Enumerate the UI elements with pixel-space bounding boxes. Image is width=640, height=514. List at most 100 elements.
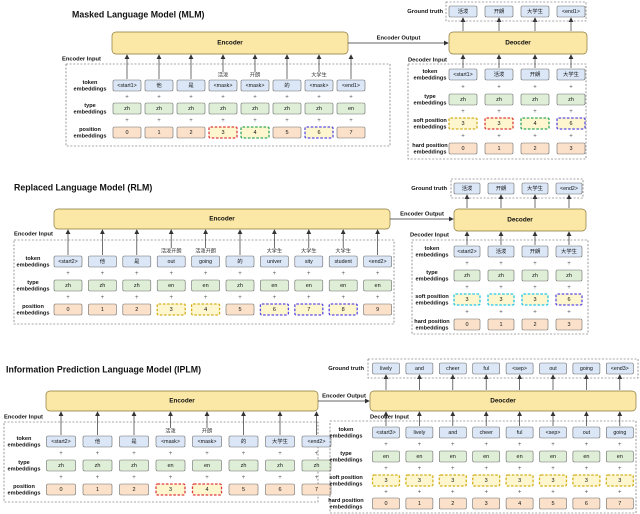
plus-sign: + [101, 295, 105, 301]
token-embedding-box [472, 426, 501, 439]
token-text: <mask> [198, 439, 217, 445]
type-text: zh [220, 106, 226, 112]
plus-sign: + [341, 271, 345, 277]
type-embedding-box [605, 450, 634, 463]
type-embedding-box [265, 459, 295, 472]
position-embedding-box [301, 483, 332, 496]
type-text: zh [532, 273, 538, 279]
type-text: en [483, 454, 489, 460]
token-embedding-box [572, 426, 601, 439]
plus-sign: + [317, 95, 321, 101]
type-embedding-box [336, 102, 366, 115]
plus-sign: + [349, 118, 353, 124]
token-text: <mask> [161, 439, 180, 445]
plus-sign: + [418, 442, 422, 448]
type-embedding-box [82, 459, 113, 472]
decoder-block [453, 208, 587, 232]
plus-sign: + [132, 475, 136, 481]
original-word-annotation: 大学生 [267, 246, 283, 254]
type-text: zh [134, 283, 140, 289]
token-embedding-box [240, 79, 270, 92]
original-word-annotation: 活泼开朗 [161, 246, 182, 254]
token-text: cheer [480, 430, 493, 436]
plus-sign: + [451, 442, 455, 448]
type-text: zh [241, 463, 247, 469]
type-text: zh [498, 273, 504, 279]
token-text: sity [305, 259, 313, 265]
hard-position-text: 3 [569, 146, 572, 152]
plus-sign: + [204, 271, 208, 277]
soft-position-embedding-box [521, 293, 549, 306]
section-title: Masked Language Model (MLM) [72, 9, 205, 19]
soft-position-text: 3 [418, 478, 421, 484]
type-text: zh [95, 463, 101, 469]
position-text: 3 [221, 130, 224, 136]
type-text: zh [532, 97, 538, 103]
plus-sign: + [484, 466, 488, 472]
hard-position-text: 1 [497, 146, 500, 152]
ground-truth-text: 活泼 [462, 184, 473, 192]
plus-sign: + [96, 475, 100, 481]
soft-position-text: 3 [451, 478, 454, 484]
position-text: 6 [273, 307, 276, 313]
plus-sign: + [135, 271, 139, 277]
token-embedding-box [520, 68, 550, 81]
token-embedding-box [144, 79, 174, 92]
plus-sign: + [499, 261, 503, 267]
type-text: en [340, 283, 346, 289]
type-embedding-box [505, 450, 534, 463]
position-embedding-box [119, 483, 149, 496]
token-embedding-box [484, 68, 514, 81]
token-embedding-box [260, 255, 289, 268]
position-text: 1 [157, 130, 160, 136]
original-word-annotation: 大学生 [301, 246, 317, 254]
position-embedding-box [155, 483, 186, 496]
token-embedding-box [363, 255, 392, 268]
position-embedding-box [240, 126, 270, 139]
token-text: <start2> [457, 249, 476, 255]
token-embedding-box [192, 435, 222, 448]
plus-sign: + [418, 490, 422, 496]
plus-sign: + [273, 271, 277, 277]
token-text: <mask> [310, 83, 329, 89]
token-text: lively [414, 430, 426, 436]
hard-position-embedding-box [539, 497, 567, 510]
hard-position-embedding-box [521, 318, 549, 331]
type-text: zh [314, 463, 320, 469]
position-text: 2 [132, 487, 135, 493]
decoder-block [448, 31, 588, 55]
token-embedding-box [46, 435, 76, 448]
soft-position-embedding-box [487, 293, 515, 306]
encoder-input-frame [13, 239, 395, 325]
type-embedding-box [176, 102, 206, 115]
plus-sign: + [205, 475, 209, 481]
soft-position-text: 3 [384, 478, 387, 484]
plus-sign: + [125, 118, 129, 124]
plus-sign: + [189, 118, 193, 124]
token-embedding-box [155, 435, 186, 448]
token-text: <end2> [308, 439, 326, 445]
token-embedding-box [82, 435, 113, 448]
original-word-annotation: 活泼 [165, 426, 176, 434]
plus-sign: + [465, 285, 469, 291]
original-word-annotation: 活泼开朗 [195, 246, 216, 254]
plus-sign: + [125, 95, 129, 101]
token-text: <start1> [453, 72, 472, 78]
hard-position-embedding-box [605, 497, 634, 510]
decoder-input-label: Decoder Input [370, 415, 409, 421]
encoder-output-label: Encoder Output [322, 394, 366, 400]
position-text: 6 [278, 487, 281, 493]
plus-sign: + [461, 109, 465, 115]
hard-position-embedding-box [520, 142, 550, 155]
position-embedding-box [122, 303, 152, 316]
token-embedding-box [208, 79, 238, 92]
token-embedding-box [272, 79, 302, 92]
ground-truth-box [505, 362, 534, 375]
hard-position-text: 1 [499, 322, 502, 328]
